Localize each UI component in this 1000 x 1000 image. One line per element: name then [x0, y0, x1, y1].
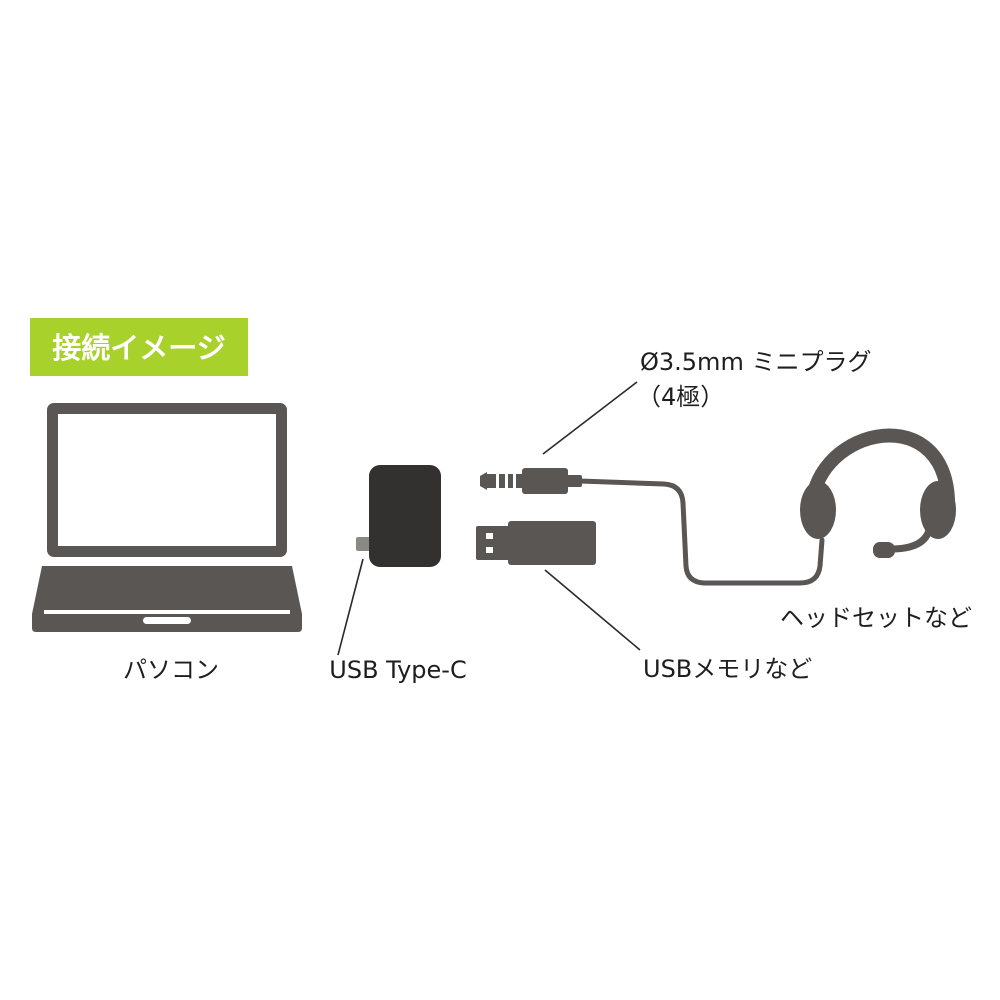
label-headset: ヘッドセットなど	[780, 604, 972, 632]
usb-c-adapter-icon	[356, 465, 441, 567]
left-ear-cup	[800, 481, 836, 539]
leader-line-usb-memory	[544, 569, 641, 651]
plug-ring-2	[505, 474, 508, 488]
label-mini-plug-poles: （4極）	[637, 383, 724, 411]
label-mini-plug: Ø3.5mm ミニプラグ	[640, 348, 871, 376]
mini-plug-icon	[480, 468, 825, 586]
leader-line-adapter	[337, 558, 364, 656]
leader-line-plug	[542, 381, 638, 455]
laptop-keyboard-strip	[44, 610, 290, 614]
label-pc: パソコン	[123, 656, 219, 684]
laptop-icon	[32, 403, 302, 632]
label-usb-memory: USBメモリなど	[643, 655, 812, 683]
laptop-trackpad-slot	[143, 617, 191, 624]
plug-ring-3	[513, 474, 516, 488]
label-usb-type-c: USB Type-C	[329, 656, 466, 684]
plug-strain-relief	[566, 475, 582, 487]
plug-body	[522, 468, 568, 494]
usb-memory-icon	[476, 521, 596, 565]
mic-boom	[890, 522, 934, 553]
headset-icon	[800, 428, 956, 558]
headset-cable	[577, 478, 825, 586]
badge-title: 接続イメージ	[52, 331, 225, 365]
plug-shaft	[486, 474, 522, 488]
plug-ring-1	[496, 474, 499, 488]
mic-head	[873, 542, 895, 558]
adapter-body	[369, 465, 441, 567]
badge-background	[30, 318, 248, 376]
usb-a-hole-2	[486, 547, 493, 553]
usb-a-hole-1	[486, 533, 493, 539]
usb-memory-body	[508, 521, 596, 565]
badge: 接続イメージ	[30, 318, 248, 376]
usb-a-connector	[476, 526, 514, 560]
laptop-screen	[58, 414, 276, 546]
laptop-base	[32, 566, 302, 632]
plug-tip	[480, 472, 487, 490]
